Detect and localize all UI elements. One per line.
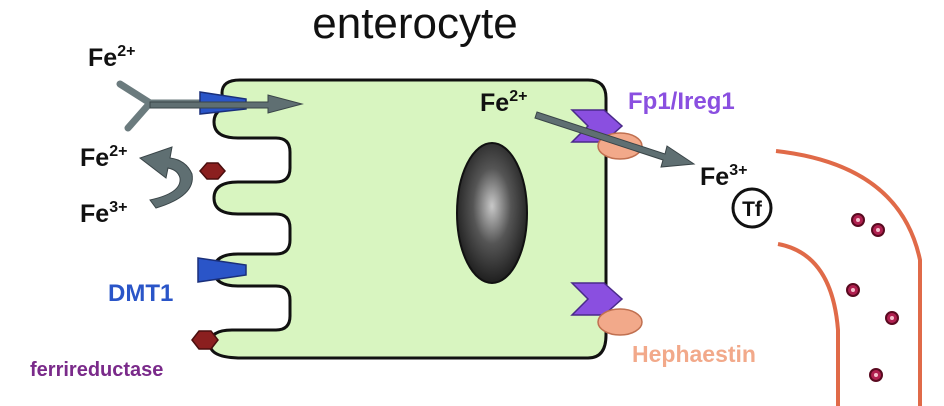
dmt1-transporter (197, 257, 247, 283)
dmt1-label: DMT1 (108, 280, 173, 307)
blood-vessel-inner-wall (777, 242, 840, 406)
blood-vessel-outer-wall (775, 149, 922, 406)
fe2-top-label: Fe2+ (88, 43, 135, 72)
ferrireductase-reduction-arrow (138, 146, 193, 209)
fe2-export-arrow (534, 111, 696, 168)
fe3-left-label: Fe3+ (80, 199, 127, 228)
fe2-intracellular-label: Fe2+ (480, 88, 527, 117)
diagram-title: enterocyte (312, 0, 517, 48)
fe2-left-label: Fe2+ (80, 143, 127, 172)
transferrin-label: Tf (742, 198, 763, 221)
hephaestin-lower (597, 308, 643, 336)
ferrireductase-upper-hexagon (199, 162, 226, 180)
hephaestin-label: Hephaestin (632, 341, 756, 367)
transferrin-circle (731, 187, 773, 229)
fp1-ireg1-label: Fp1/Ireg1 (628, 88, 735, 115)
ferrireductase-label: ferrireductase (30, 359, 163, 381)
fe3-right-label: Fe3+ (700, 162, 747, 191)
fe2-uptake-arrow (149, 94, 304, 114)
nucleus (456, 142, 528, 284)
red-blood-cells (846, 213, 899, 382)
ferrireductase-lower-hexagon (191, 330, 219, 350)
